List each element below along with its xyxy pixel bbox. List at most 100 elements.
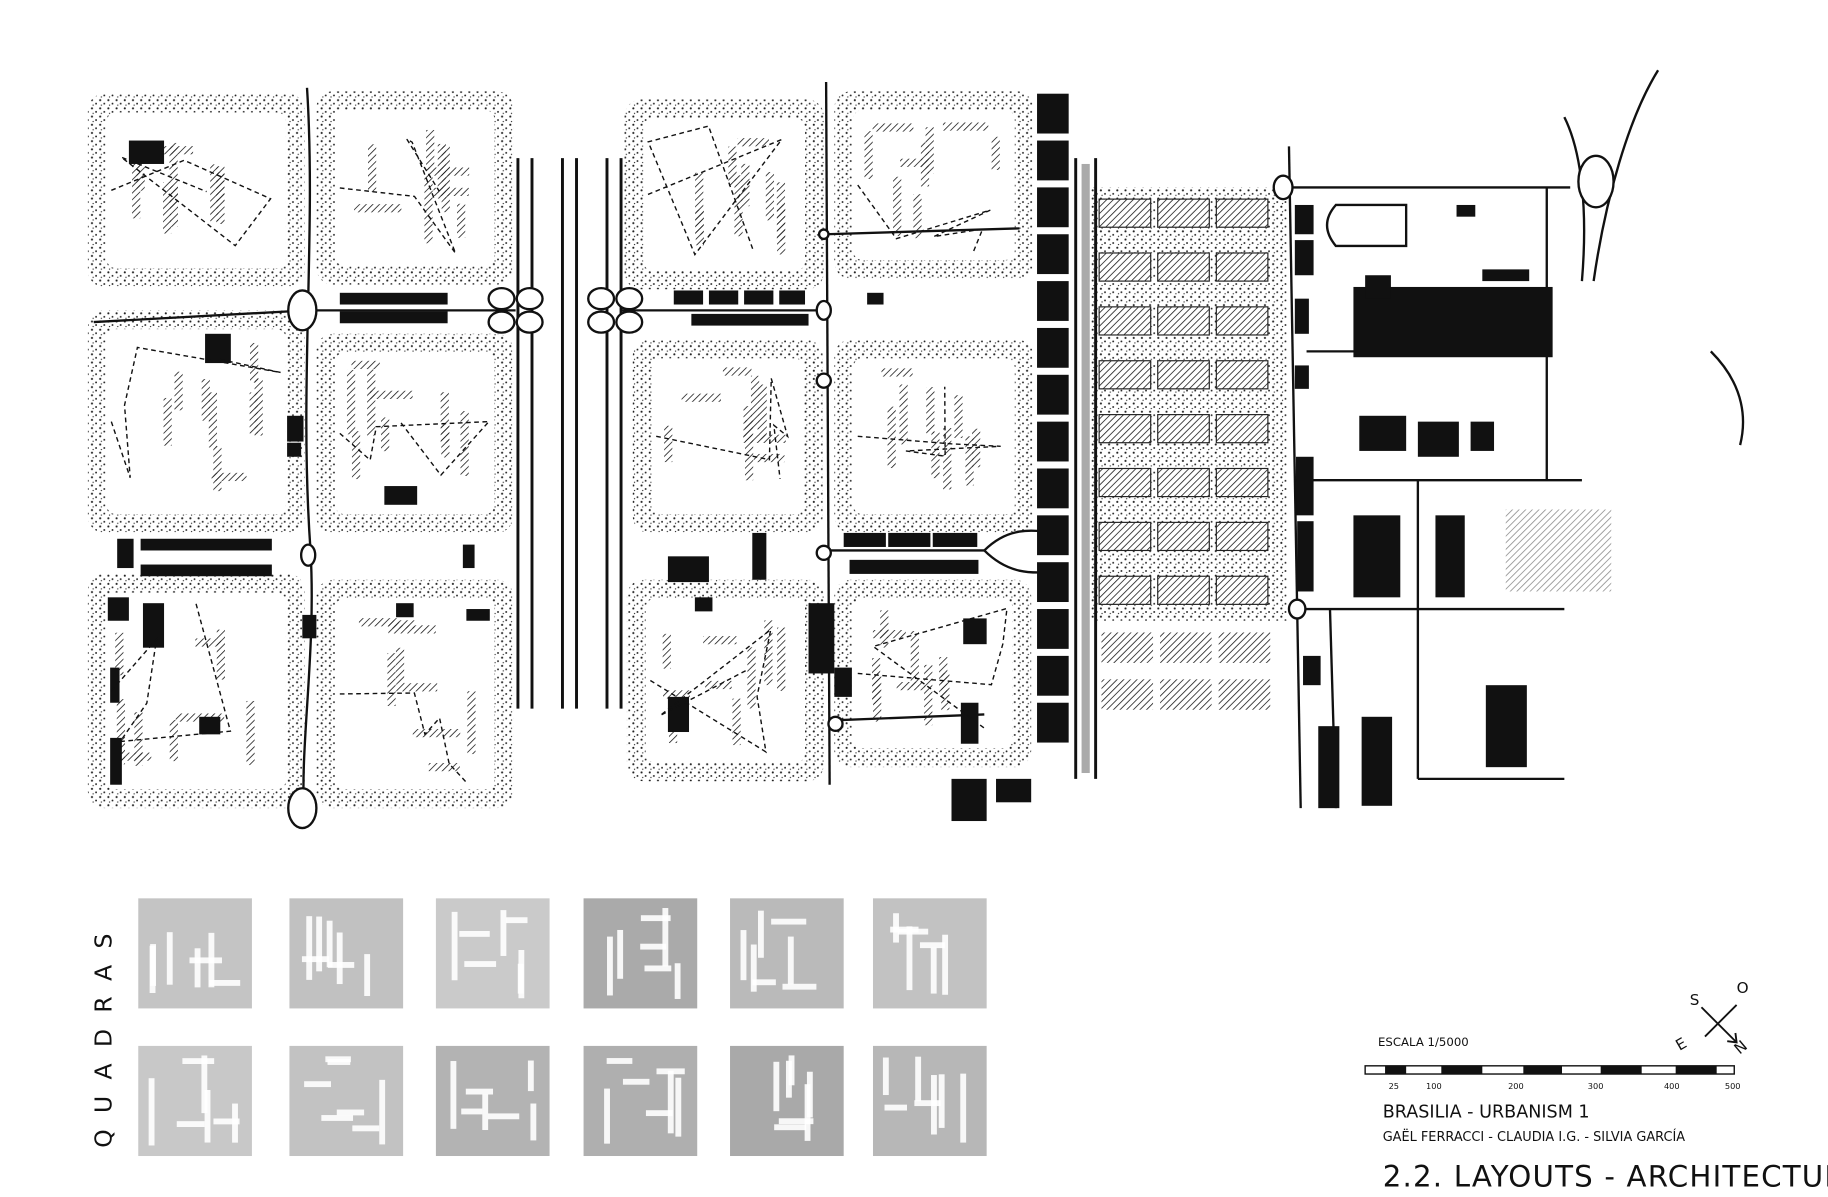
residential-slab [913, 194, 922, 239]
commercial-lot-hatch [1099, 468, 1151, 497]
road [824, 81, 831, 785]
roundabout [1577, 154, 1615, 209]
commercial-lot-hatch [1157, 576, 1210, 605]
quadra-slab [938, 1074, 945, 1128]
quadra-thumbnail [435, 898, 550, 1009]
quadra-slab [166, 932, 173, 985]
building [140, 564, 272, 577]
residential-slab [254, 378, 263, 436]
residential-slab [249, 392, 258, 434]
residential-slab [741, 163, 750, 207]
quadra-slab [482, 1094, 489, 1131]
quadra-slab [782, 983, 817, 990]
scale-bar-segment [1441, 1065, 1483, 1075]
residential-slab [208, 392, 218, 448]
residential-slab [872, 630, 906, 639]
residential-slab [893, 176, 902, 237]
quadra-slab [667, 1070, 674, 1134]
quadra-slab [757, 910, 764, 958]
residential-slab [737, 138, 769, 147]
scale-tick-label: 200 [1508, 1081, 1524, 1091]
road [302, 87, 313, 820]
cloverleaf-loop [487, 286, 516, 311]
compass-east: E [1673, 1034, 1690, 1054]
residential-slab [211, 472, 247, 482]
quadra-slab [882, 1057, 889, 1096]
quadra-slab [930, 947, 937, 994]
residential-slab [213, 446, 222, 492]
quadra-slab [607, 936, 613, 996]
quadra-slab [606, 1058, 633, 1064]
residential-slab [942, 122, 989, 131]
residential-slab [428, 763, 460, 772]
quadra-slab [232, 1103, 238, 1143]
building [708, 290, 739, 305]
residential-slab [412, 729, 461, 738]
scale-tick-label: 400 [1664, 1081, 1680, 1091]
compass-west: O [1737, 979, 1749, 997]
residential-slab [246, 700, 255, 766]
building [287, 442, 302, 457]
road [1709, 350, 1745, 446]
building [808, 603, 835, 674]
ministry-building [1037, 374, 1069, 415]
sheet-title: 2.2. LAYOUTS - ARCHITECTURES [1383, 1159, 1828, 1193]
building [1417, 421, 1459, 457]
quadra-slab [194, 948, 201, 988]
commercial-lot-hatch [1216, 576, 1268, 605]
residential-slab [216, 629, 225, 680]
quadra-slab [750, 944, 757, 992]
quadra-slab [336, 1109, 365, 1116]
scale-tick-label: 500 [1725, 1081, 1741, 1091]
residential-slab [216, 166, 225, 201]
quadra-slab [465, 1088, 494, 1095]
quadra-slab [740, 930, 747, 981]
ministry-building [1037, 234, 1069, 275]
footpath [339, 420, 491, 477]
building [1294, 204, 1314, 235]
residential-slab [381, 417, 390, 452]
roundabout [815, 299, 832, 321]
residential-slab [705, 680, 732, 690]
residential-slab [747, 647, 756, 709]
quadra-slab [209, 980, 241, 986]
quadra-slab [451, 911, 458, 981]
footpath [647, 125, 784, 256]
residential-slab [136, 146, 145, 191]
quadra-slab [804, 1084, 811, 1141]
commercial-lot-hatch [1099, 576, 1151, 605]
residential-slab [195, 638, 222, 647]
quadra-thumbnail [872, 898, 987, 1009]
quadra-slab [321, 1115, 354, 1121]
residential-slab [351, 360, 380, 370]
residential-slab [734, 175, 743, 237]
quadra-slab [464, 961, 497, 967]
ministry-building [1037, 281, 1069, 321]
quadra-thumbnail [583, 1045, 698, 1157]
building [205, 333, 231, 364]
footpath [110, 346, 281, 478]
commercial-lot-hatch [1216, 306, 1268, 335]
quadra-slab [771, 918, 807, 925]
roundabout [815, 372, 832, 389]
ministry-building [1037, 468, 1069, 509]
cloverleaf-interchange [487, 286, 544, 334]
residential-slab [965, 436, 974, 486]
quadra-slab [379, 1079, 386, 1145]
residential-slab [765, 171, 775, 221]
commercial-lot-hatch [1099, 199, 1151, 228]
ministry-building [1037, 655, 1069, 696]
residential-slab [387, 653, 396, 707]
residential-slab [354, 204, 402, 213]
building [1485, 685, 1527, 768]
commercial-lot-hatch [1216, 199, 1268, 228]
building [339, 292, 448, 305]
building [140, 538, 272, 551]
cloverleaf-loop [587, 310, 616, 334]
building [752, 532, 767, 580]
quadra-slab [774, 1124, 807, 1131]
building [843, 532, 886, 547]
